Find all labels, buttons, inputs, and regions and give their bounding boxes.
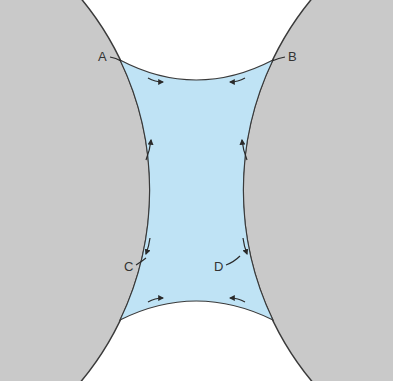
point-label: A	[98, 50, 107, 63]
liquid-bridge	[120, 60, 273, 320]
point-label: D	[214, 260, 223, 273]
force-arrows	[146, 78, 247, 302]
left-sphere	[0, 0, 150, 381]
point-label: B	[288, 50, 297, 63]
point-label: C	[124, 260, 133, 273]
leader-lines	[110, 57, 285, 265]
right-sphere	[243, 0, 393, 381]
